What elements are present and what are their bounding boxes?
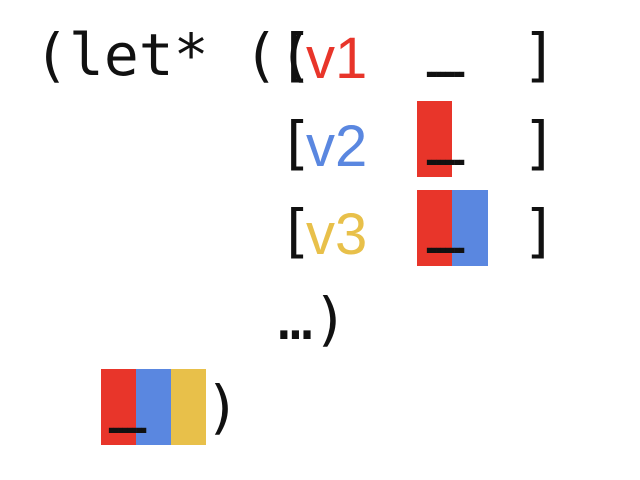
binding-1-variable: v1 [306,26,368,91]
binding-1-close-bracket: ] [522,21,557,89]
body-expression-dots: ........ [106,407,149,440]
binding-3-open-bracket: [ [278,197,313,265]
binding-3-close-bracket: ] [522,197,557,265]
binding-1-open-bracket: [ [278,21,313,89]
binding-1-expression-dots: ........ [424,51,467,84]
v1-scope-block [417,101,452,177]
v1-scope-block [101,369,136,445]
binding-2-variable: v2 [306,114,368,179]
binding-2-open-bracket: [ [278,109,313,177]
v2-scope-block [136,369,171,445]
binding-3-expression-dots: ........ [424,227,467,260]
binding-3-variable: v3 [306,202,368,267]
v1-scope-block [417,190,452,266]
binding-2-expression-dots: ........ [424,139,467,172]
bindings-ellipsis-close: …) [278,285,348,353]
binding-2-close-bracket: ] [522,109,557,177]
let-star-prefix: (let* (( [34,21,314,89]
v2-scope-block [452,190,488,266]
body-close-paren: ) [205,373,240,441]
v3-scope-block [171,369,206,445]
